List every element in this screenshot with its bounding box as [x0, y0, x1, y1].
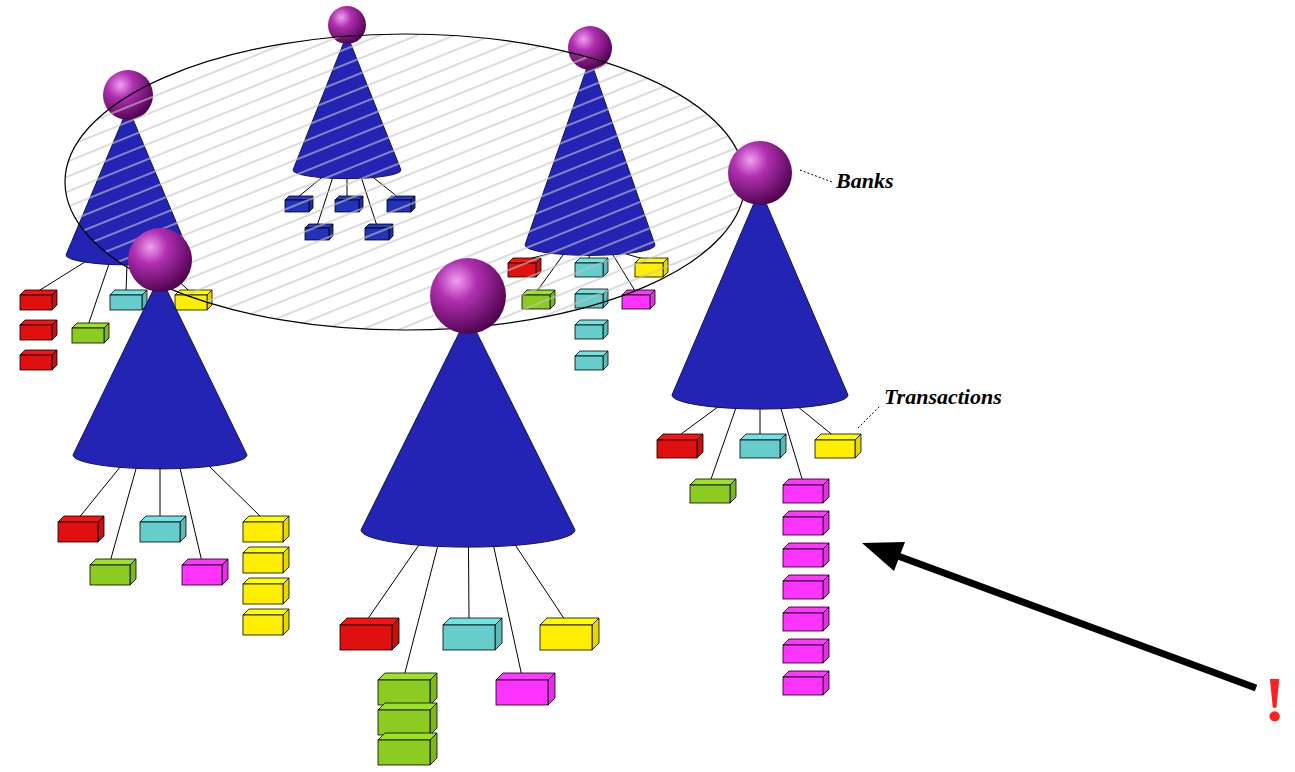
transactions-label: Transactions [884, 386, 1002, 408]
transaction-box [110, 290, 147, 310]
transaction-box [657, 434, 703, 458]
transaction-box [140, 516, 186, 542]
transaction-link [492, 540, 522, 676]
transaction-box [90, 559, 136, 585]
transaction-link [78, 463, 123, 519]
transaction-box [20, 320, 57, 340]
transaction-link [36, 261, 87, 293]
transaction-box [575, 351, 608, 370]
transaction-link [110, 463, 138, 562]
transaction-box [740, 434, 786, 458]
bank-cone [340, 258, 599, 765]
transaction-box [20, 350, 57, 370]
transaction-link [160, 463, 161, 519]
leader-line [858, 406, 880, 428]
transaction-link [677, 403, 723, 437]
bank-sphere [128, 228, 192, 292]
banks-label: Banks [836, 170, 893, 192]
transaction-link [366, 540, 422, 621]
transaction-box [378, 673, 437, 705]
transaction-box [243, 609, 289, 635]
pointer-arrow-shaft [898, 556, 1256, 688]
transaction-box [340, 618, 399, 650]
pointer-arrow-head [862, 542, 905, 571]
bank-network-ground [65, 34, 745, 330]
transaction-box [815, 434, 861, 458]
transaction-link [794, 403, 835, 437]
transaction-box [20, 290, 57, 310]
transaction-link [710, 403, 738, 482]
transaction-box [575, 320, 608, 339]
alert-mark: ! [1264, 668, 1285, 732]
transaction-box [243, 547, 289, 573]
bank-cone [58, 228, 289, 635]
transaction-box [58, 516, 104, 542]
transaction-box [378, 703, 437, 735]
transaction-link [179, 463, 202, 562]
transaction-link [88, 261, 110, 326]
transaction-box [783, 479, 829, 503]
cone-body [672, 189, 848, 409]
transaction-link [779, 403, 803, 482]
leader-line [800, 170, 832, 182]
transaction-box [783, 575, 829, 599]
transaction-link [404, 540, 439, 676]
transaction-box [243, 516, 289, 542]
transaction-link [512, 540, 566, 621]
transaction-box [540, 618, 599, 650]
transaction-link [468, 540, 470, 621]
bank-network-ring [65, 34, 745, 330]
cone-body [361, 315, 575, 547]
front-banks [58, 141, 861, 765]
transaction-box [443, 618, 502, 650]
transaction-box [496, 673, 555, 705]
transaction-box [783, 511, 829, 535]
transaction-box [783, 639, 829, 663]
cone-body [73, 276, 247, 469]
transaction-link [206, 463, 263, 519]
bank-sphere [430, 258, 506, 334]
bank-sphere [728, 141, 792, 205]
bank-cone [657, 141, 861, 695]
transaction-box [72, 323, 109, 343]
transaction-box [690, 479, 736, 503]
transaction-box [783, 543, 829, 567]
transaction-box [783, 607, 829, 631]
transaction-box [182, 559, 228, 585]
transaction-box [378, 733, 437, 765]
transaction-box [783, 671, 829, 695]
transaction-box [243, 578, 289, 604]
